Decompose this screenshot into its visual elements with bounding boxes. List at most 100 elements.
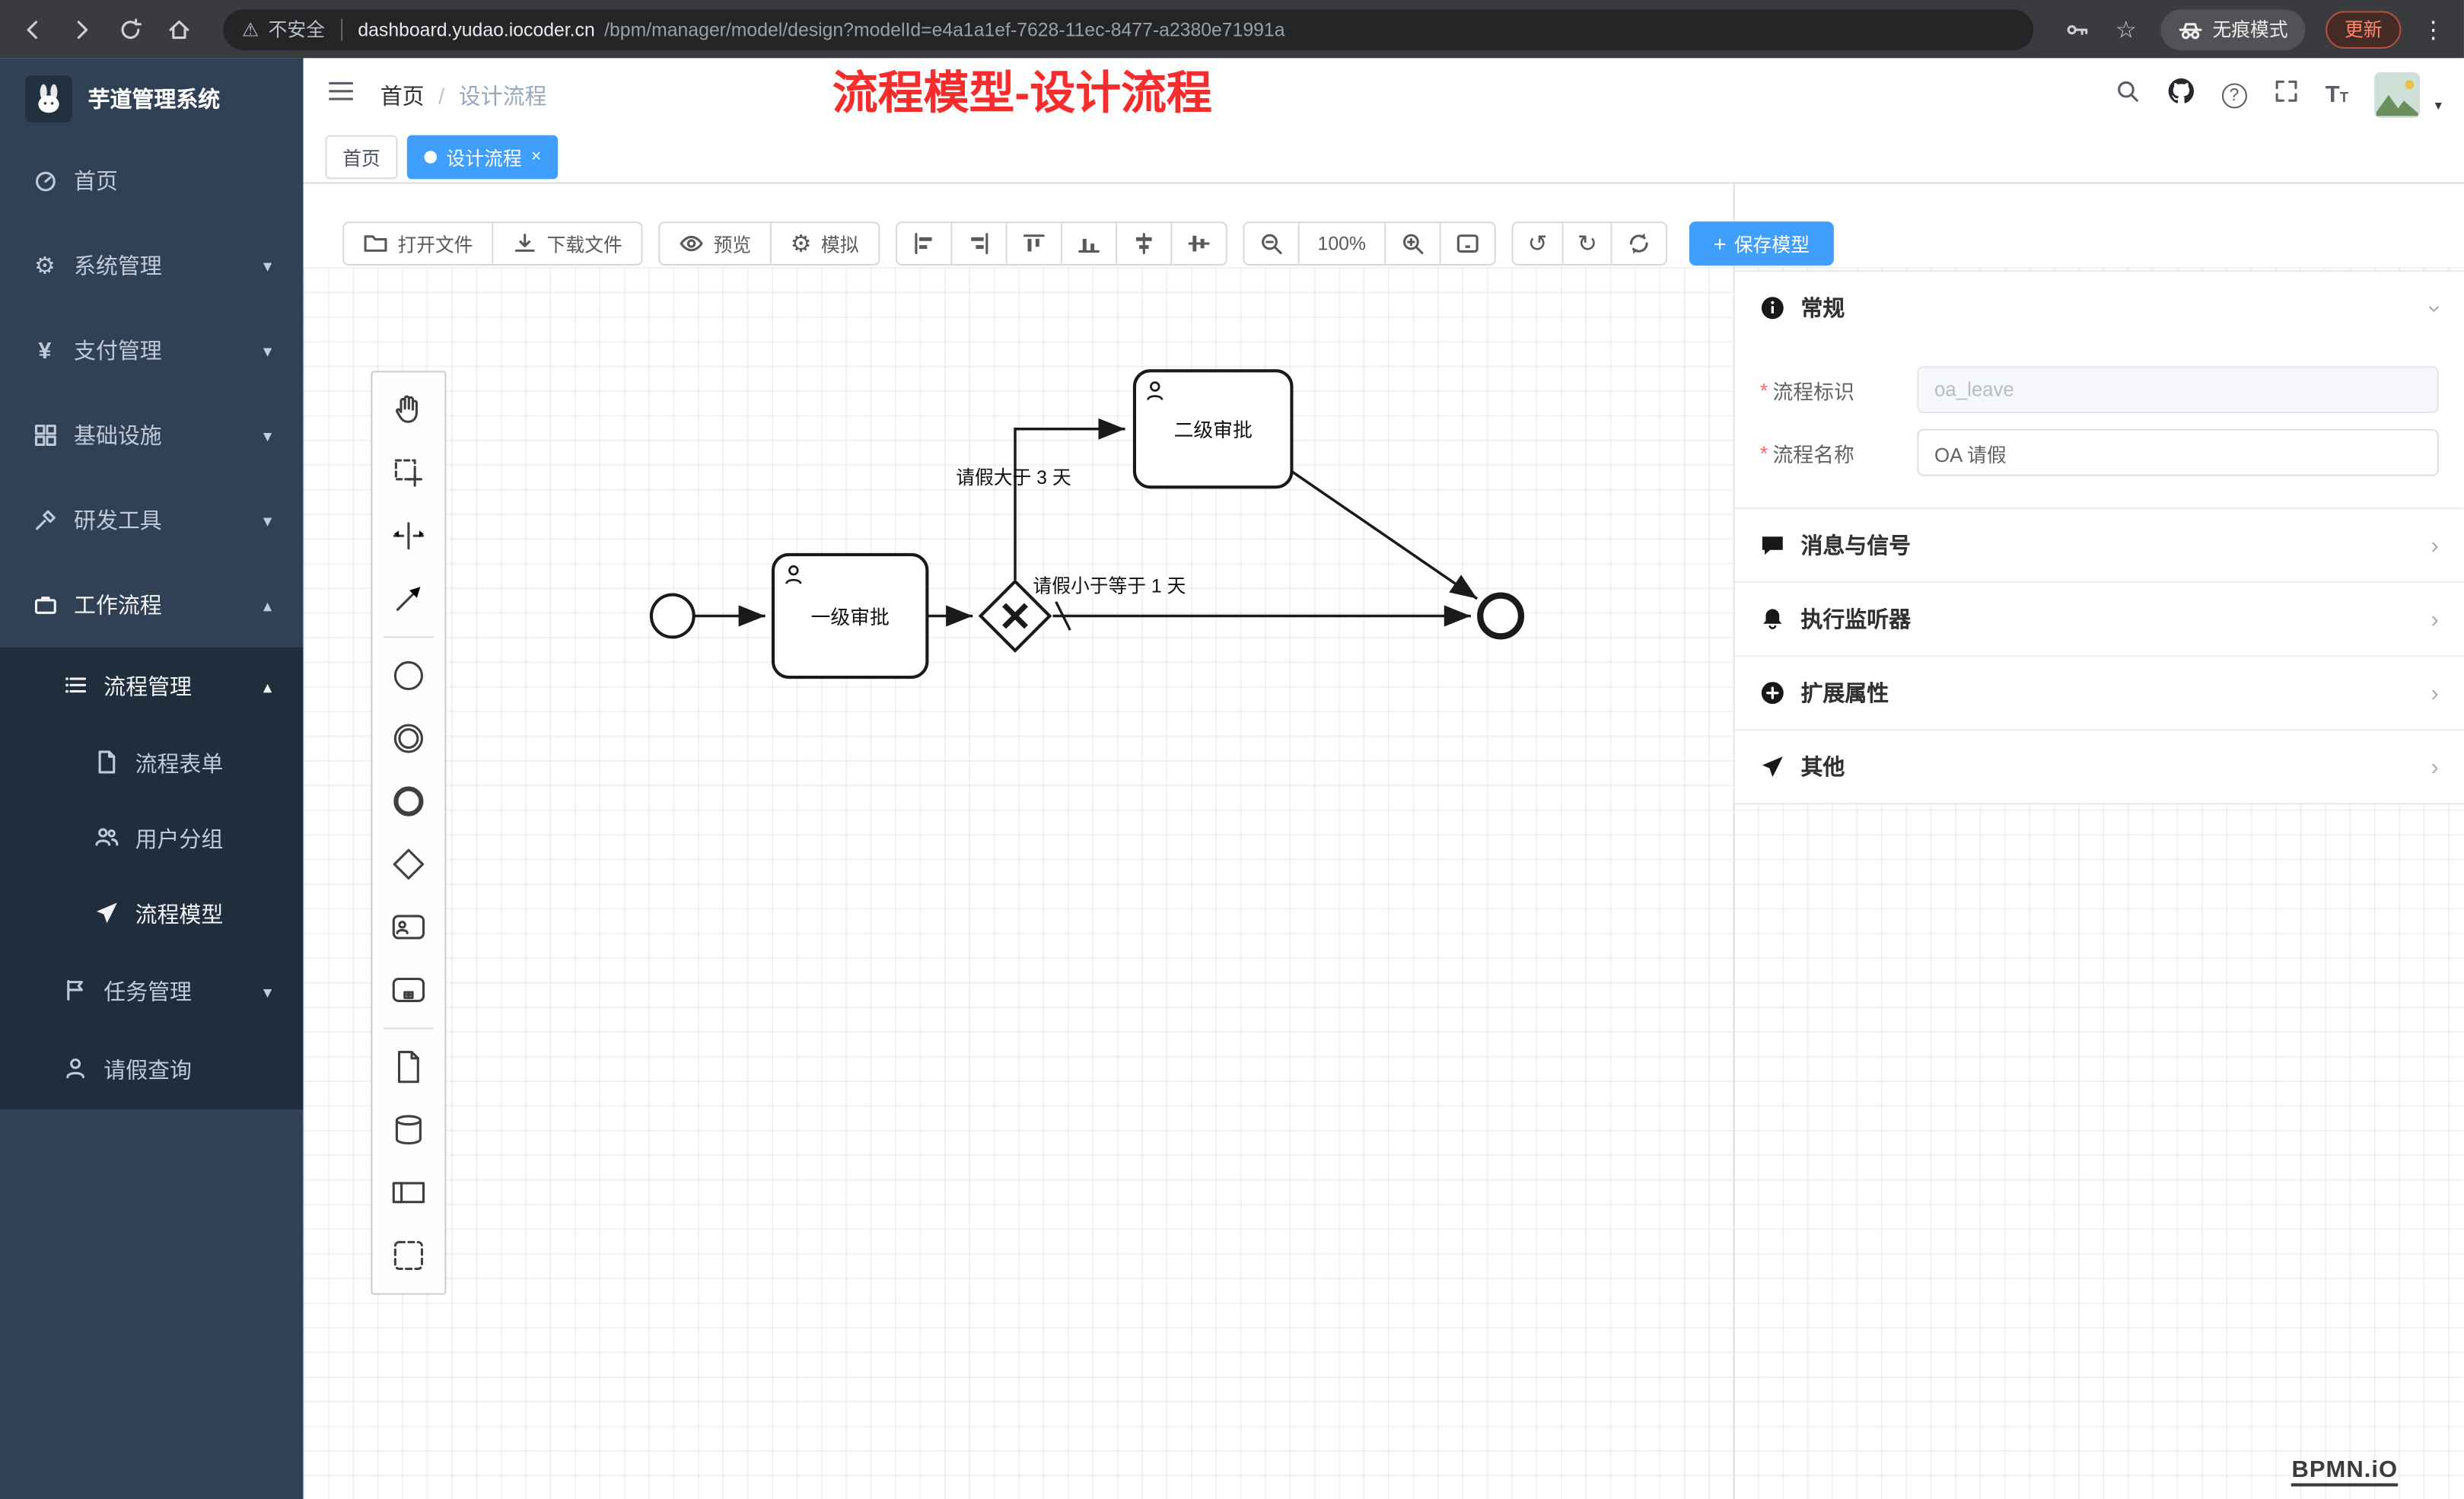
chevron-right-icon: ›: [2431, 532, 2439, 559]
bookmark-star-icon[interactable]: ☆: [2115, 16, 2137, 43]
create-group[interactable]: [377, 1224, 441, 1287]
zoom-out-icon: [1261, 234, 1281, 255]
sidebar-item-devtools[interactable]: 研发工具 ▾: [0, 478, 304, 563]
create-end-event[interactable]: [377, 770, 441, 833]
app-logo[interactable]: 芋道管理系统: [0, 58, 304, 138]
avatar-caret-icon[interactable]: ▾: [2434, 97, 2443, 113]
panel-divider: [1733, 183, 1735, 1499]
undo-button[interactable]: ↺: [1514, 223, 1564, 264]
align-left-button[interactable]: [896, 223, 952, 264]
section-other: 其他 ›: [1735, 730, 2464, 803]
preview-button[interactable]: 预览: [660, 223, 772, 264]
align-right-button[interactable]: [951, 223, 1007, 264]
breadcrumb-home[interactable]: 首页: [380, 82, 425, 108]
back-icon[interactable]: [19, 15, 47, 43]
open-file-button[interactable]: 打开文件: [344, 223, 494, 264]
sidebar-item-user-group[interactable]: 用户分组: [0, 801, 304, 877]
bpmn-io-logo[interactable]: BPMN.iO: [2291, 1456, 2399, 1487]
folder-icon: [364, 235, 387, 252]
zoom-fit-button[interactable]: [1441, 223, 1495, 264]
global-connect-tool[interactable]: [377, 567, 441, 630]
restart-button[interactable]: [1612, 223, 1667, 264]
simulate-button[interactable]: ⚙ 模拟: [772, 223, 878, 264]
create-data-store[interactable]: [377, 1098, 441, 1161]
user-task-level1[interactable]: [771, 552, 929, 679]
process-key-input[interactable]: [1917, 366, 2439, 414]
required-asterisk: *: [1759, 441, 1768, 465]
zoom-out-button[interactable]: [1243, 223, 1299, 264]
reload-icon[interactable]: [116, 15, 145, 43]
tab-close-icon[interactable]: ×: [531, 147, 542, 166]
github-icon[interactable]: [2166, 77, 2195, 113]
section-listeners-header[interactable]: 执行监听器 ›: [1735, 583, 2464, 655]
tab-home[interactable]: 首页: [325, 135, 398, 180]
zoom-in-button[interactable]: [1386, 223, 1442, 264]
align-bottom-button[interactable]: [1061, 223, 1117, 264]
create-start-event[interactable]: [377, 644, 441, 708]
download-file-button[interactable]: 下载文件: [493, 223, 641, 264]
fullscreen-icon[interactable]: [2274, 78, 2299, 111]
chevron-down-icon: ▾: [263, 342, 272, 361]
flag-icon: [63, 976, 88, 1006]
align-center-vertical-button[interactable]: [1116, 223, 1172, 264]
sidebar-item-home[interactable]: 首页: [0, 138, 304, 224]
space-tool[interactable]: [377, 504, 441, 568]
align-middle-horizontal-button[interactable]: [1171, 223, 1225, 264]
sidebar-item-infra[interactable]: 基础设施 ▾: [0, 393, 304, 478]
sidebar-item-process-form[interactable]: 流程表单: [0, 726, 304, 801]
flow-gateway-to-task2[interactable]: [1014, 418, 1125, 580]
field-process-key: *流程标识: [1760, 366, 2439, 414]
browser-menu-icon[interactable]: ⋮: [2421, 16, 2446, 43]
section-messages-header[interactable]: 消息与信号 ›: [1735, 509, 2464, 581]
create-intermediate-event[interactable]: [377, 707, 441, 770]
sidebar-item-system[interactable]: ⚙ 系统管理 ▾: [0, 223, 304, 308]
create-subprocess[interactable]: [377, 959, 441, 1022]
create-gateway[interactable]: [377, 832, 441, 896]
button-label: 保存模型: [1733, 233, 1810, 256]
start-event[interactable]: [649, 593, 696, 639]
font-size-icon[interactable]: TT: [2325, 81, 2349, 109]
align-top-button[interactable]: [1006, 223, 1062, 264]
hand-tool[interactable]: [377, 379, 441, 442]
avatar[interactable]: [2375, 72, 2421, 118]
sidebar-item-leave-query[interactable]: 请假查询: [0, 1031, 304, 1109]
lasso-tool[interactable]: [377, 441, 441, 504]
sidebar-item-label: 流程模型: [135, 902, 224, 928]
create-user-task[interactable]: [377, 896, 441, 959]
key-icon[interactable]: [2063, 15, 2091, 43]
redo-button[interactable]: ↻: [1563, 223, 1613, 264]
incognito-icon: [2179, 22, 2202, 39]
message-icon: [1760, 533, 1785, 558]
process-name-input[interactable]: [1917, 428, 2439, 476]
designer-toolbar: 打开文件 下载文件 预览 ⚙ 模拟: [342, 221, 1833, 266]
plus-icon: +: [1713, 231, 1727, 256]
help-icon[interactable]: ?: [2221, 82, 2247, 108]
sidebar-item-process-model[interactable]: 流程模型: [0, 877, 304, 952]
sidebar-item-workflow[interactable]: 工作流程 ▴: [0, 562, 304, 648]
flow-task2-to-end[interactable]: [1291, 470, 1479, 600]
users-icon: [94, 824, 119, 854]
forward-icon[interactable]: [68, 15, 96, 43]
home-icon[interactable]: [165, 15, 193, 43]
create-data-object[interactable]: [377, 1036, 441, 1099]
update-button[interactable]: 更新: [2326, 10, 2402, 48]
section-general-header[interactable]: 常规 ›: [1735, 272, 2464, 344]
user-task-level2[interactable]: [1132, 369, 1294, 489]
section-extended-attrs-header[interactable]: 扩展属性 ›: [1735, 657, 2464, 729]
chevron-down-icon: ▾: [263, 426, 272, 446]
sidebar: 芋道管理系统 首页 ⚙ 系统管理 ▾ ¥ 支付管理 ▾ 基础设施 ▾ 研发工具 …: [0, 58, 304, 1499]
tab-design-process[interactable]: 设计流程 ×: [406, 135, 559, 180]
end-event[interactable]: [1477, 592, 1525, 640]
section-general-body: *流程标识 *流程名称: [1735, 344, 2464, 508]
save-model-button[interactable]: + 保存模型: [1689, 221, 1833, 266]
person-icon: [63, 1055, 88, 1085]
section-other-header[interactable]: 其他 ›: [1735, 730, 2464, 803]
collapse-sidebar-icon[interactable]: [327, 77, 355, 113]
create-participant-pool[interactable]: [377, 1161, 441, 1224]
address-bar[interactable]: ⚠ 不安全 dashboard.yudao.iocoder.cn/bpm/man…: [223, 8, 2034, 50]
sidebar-item-task-mgmt[interactable]: 任务管理 ▾: [0, 952, 304, 1030]
sidebar-item-process-mgmt[interactable]: 流程管理 ▴: [0, 648, 304, 726]
sidebar-item-payment[interactable]: ¥ 支付管理 ▾: [0, 308, 304, 393]
section-listeners: 执行监听器 ›: [1734, 583, 2464, 657]
search-icon[interactable]: [2115, 78, 2140, 111]
